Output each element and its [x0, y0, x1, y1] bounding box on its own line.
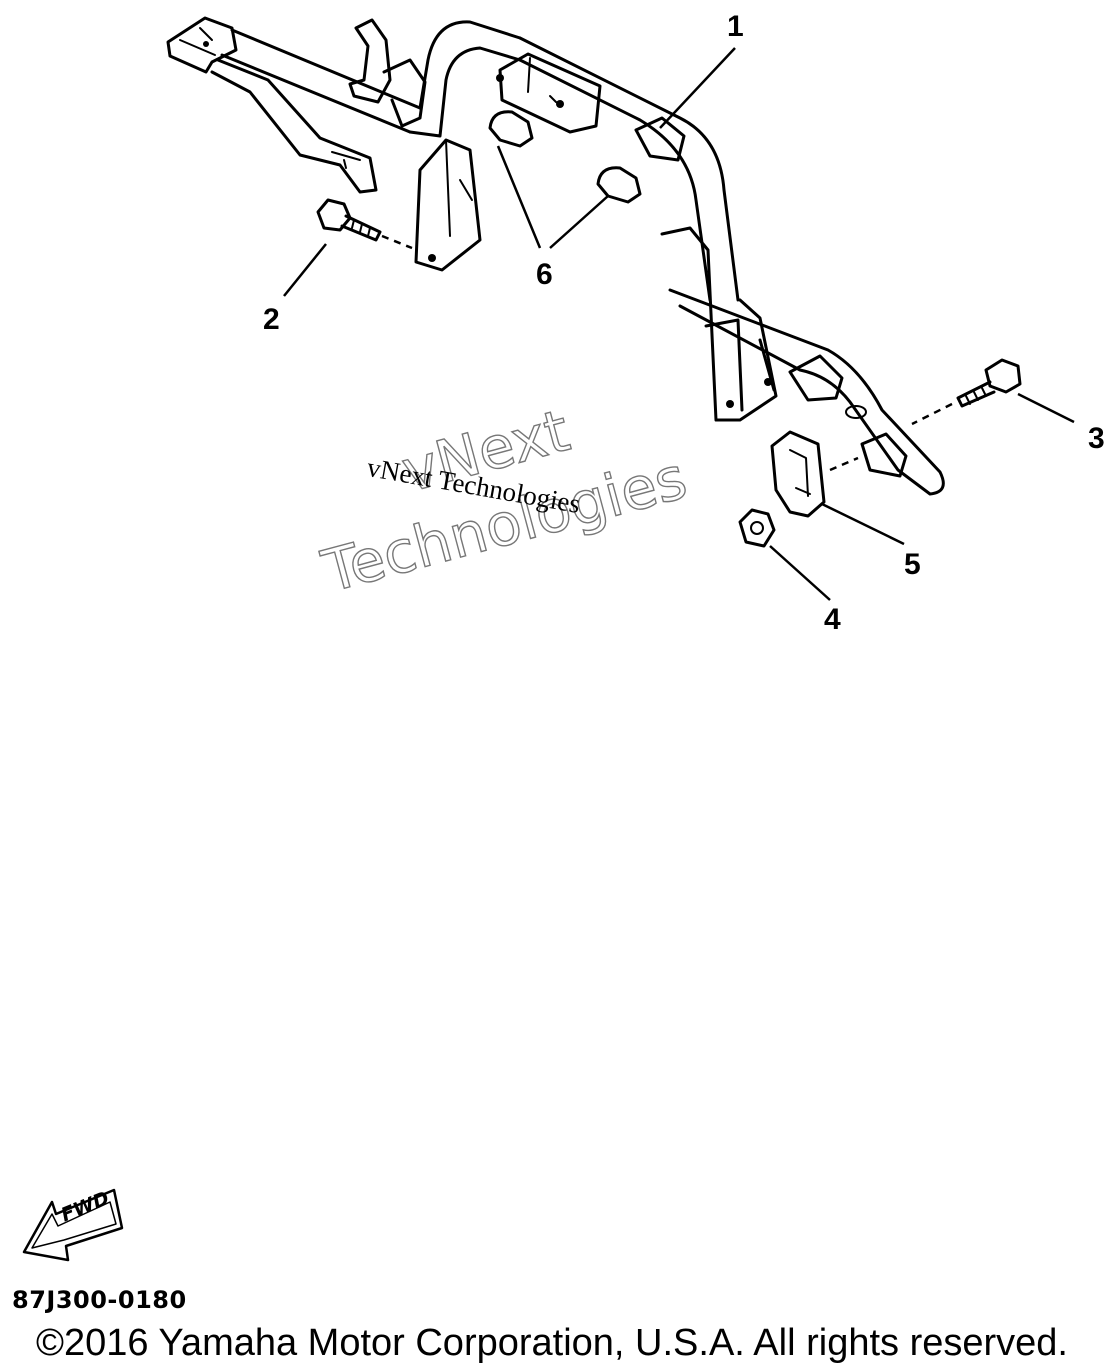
clip-part-5 — [770, 430, 826, 518]
bolt-part-3 — [956, 358, 1022, 408]
callout-1: 1 — [727, 10, 744, 43]
forward-arrow-icon — [22, 1188, 124, 1262]
callout-6: 6 — [536, 258, 553, 291]
diagram-id: 87J300-0180 — [12, 1286, 187, 1314]
copyright-notice: ©2016 Yamaha Motor Corporation, U.S.A. A… — [36, 1322, 1068, 1364]
callout-2: 2 — [263, 303, 280, 336]
leader-lines — [283, 47, 1075, 601]
callout-4: 4 — [824, 603, 841, 636]
bolt-part-2 — [316, 198, 382, 242]
callout-5: 5 — [904, 548, 921, 581]
nut-part-4 — [738, 508, 776, 548]
bracket-assembly — [166, 16, 945, 496]
callout-3: 3 — [1088, 422, 1105, 455]
clamp-parts — [488, 110, 642, 204]
